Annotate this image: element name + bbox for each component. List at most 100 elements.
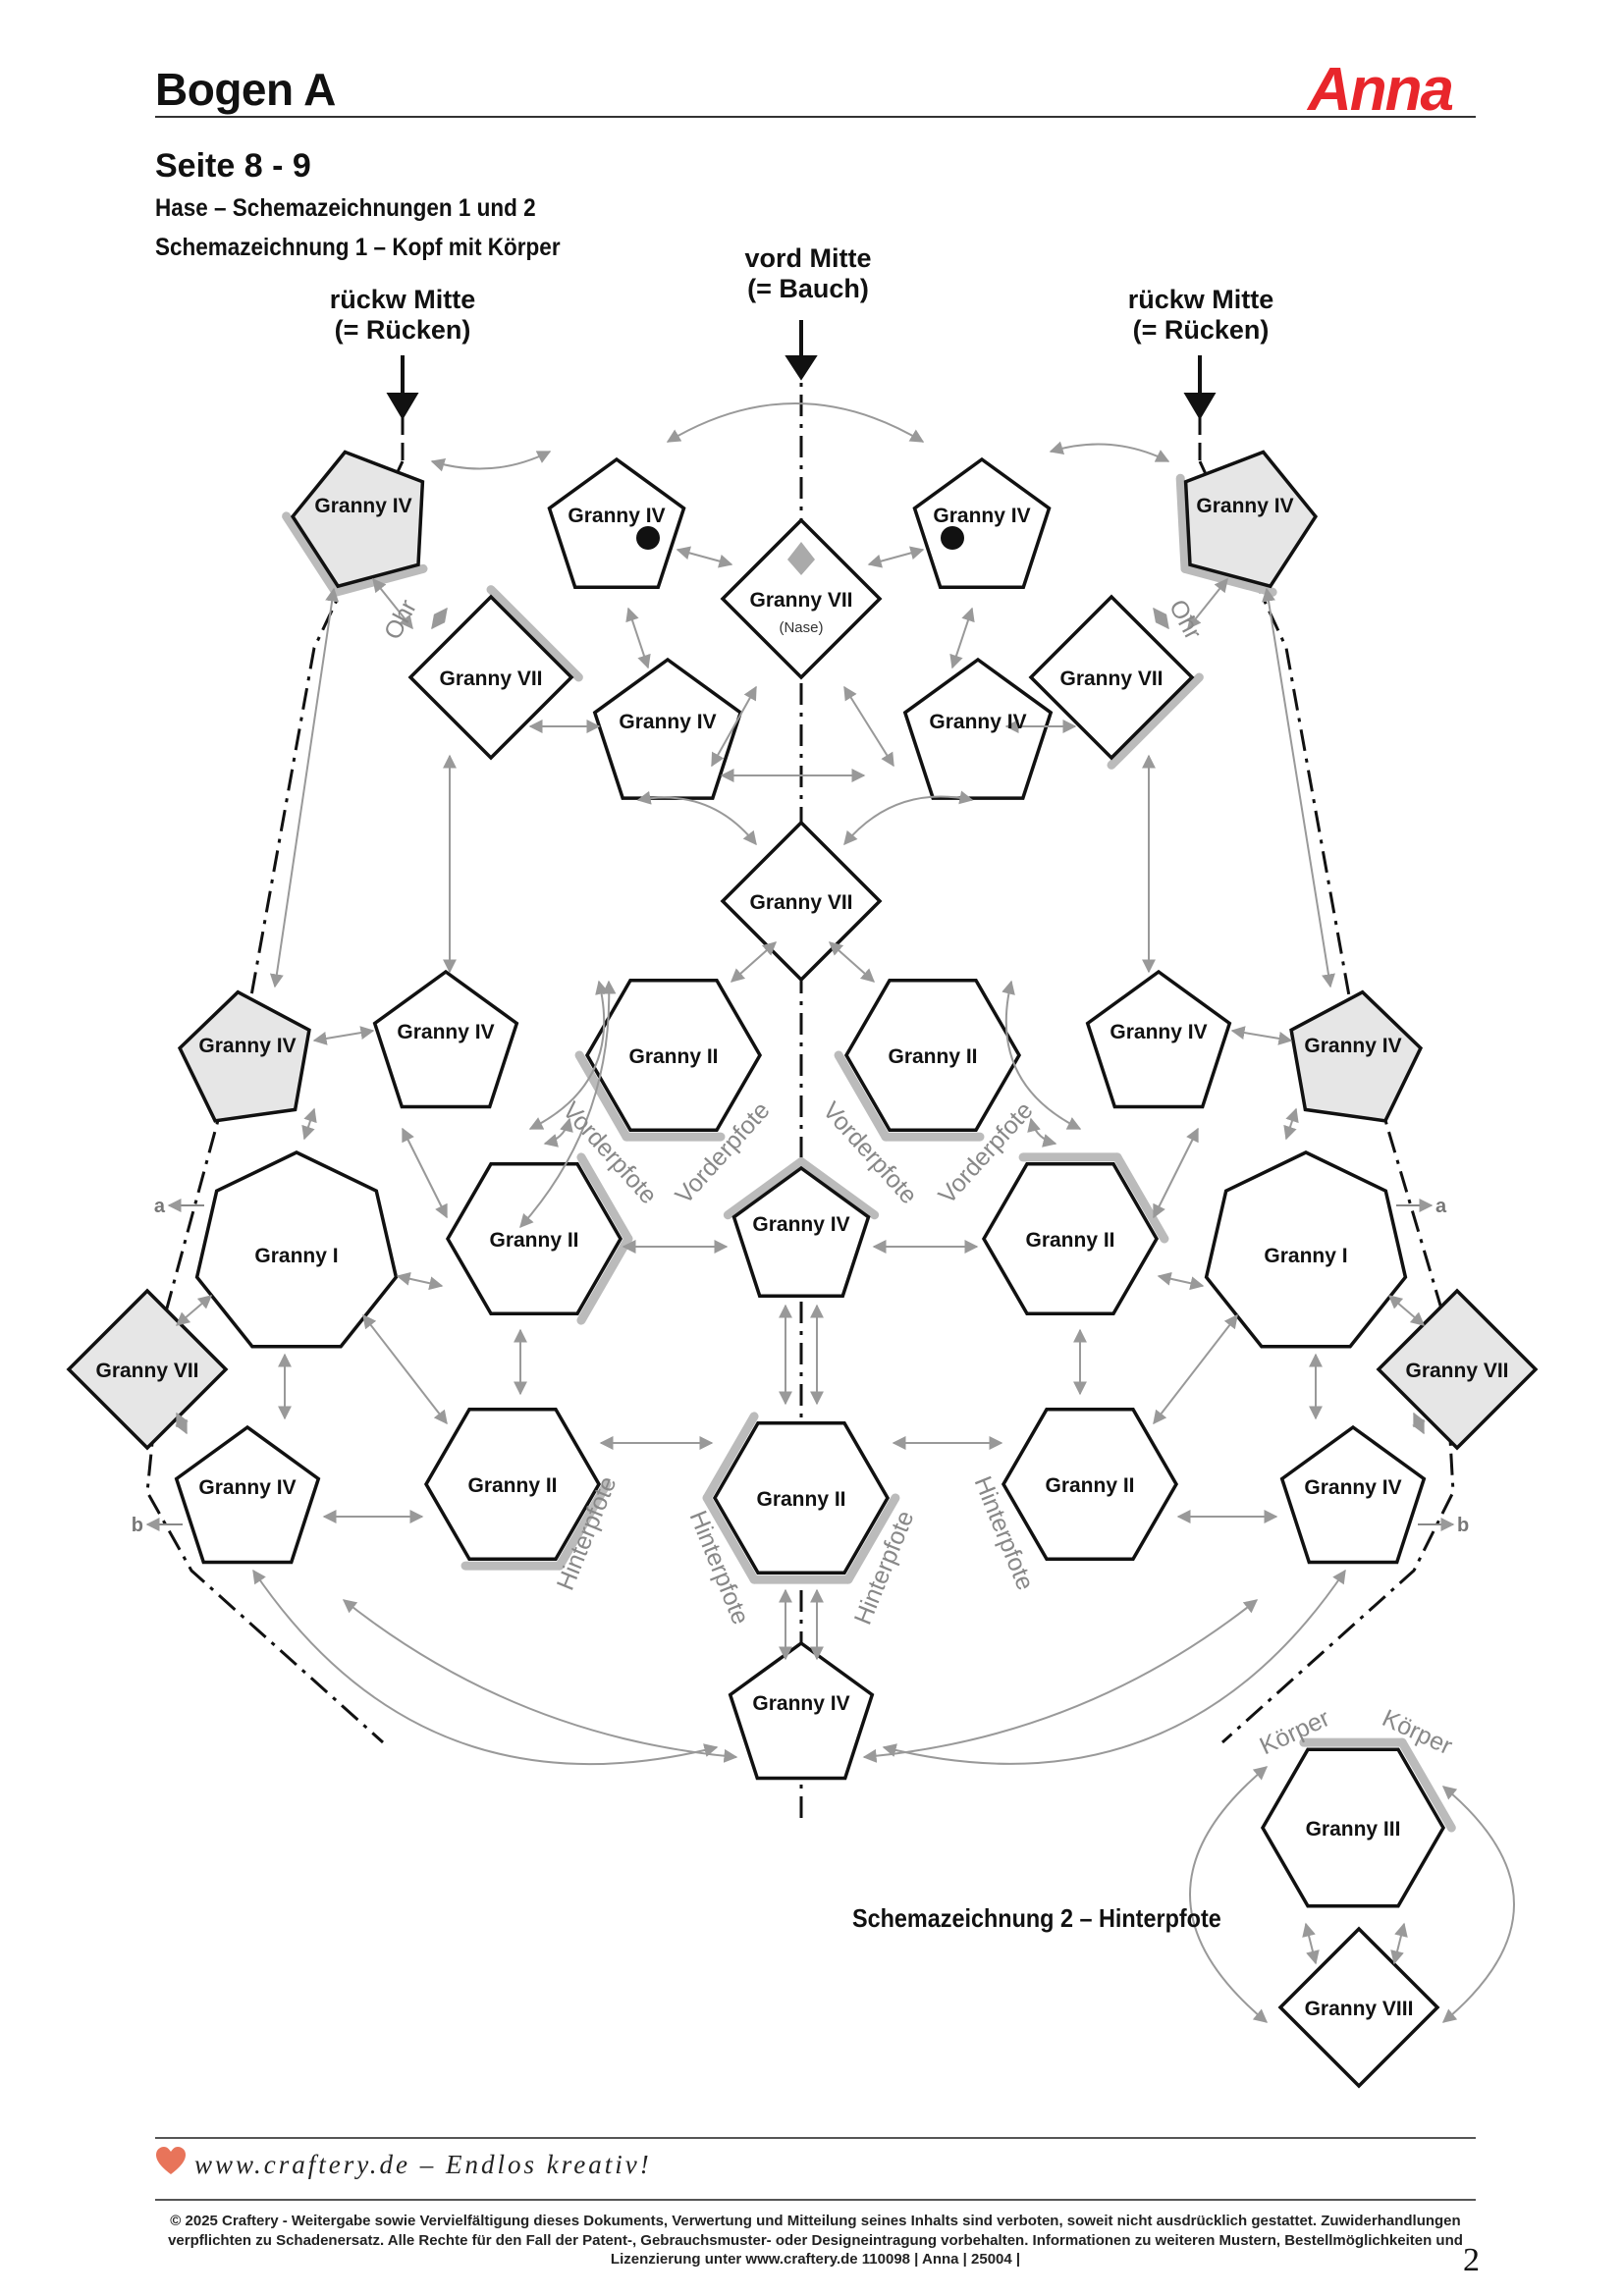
body-pentagon-right-edge xyxy=(1289,989,1424,1123)
ear-square-right xyxy=(1028,594,1204,770)
motif-label: Granny IV xyxy=(1304,1035,1401,1057)
join-arrow xyxy=(301,1107,317,1141)
eye-dot xyxy=(636,526,660,550)
ear-square-left xyxy=(407,585,583,761)
chest-pentagon-outline xyxy=(731,1165,871,1298)
shaded-edge xyxy=(486,585,583,682)
motif-label: Granny IV xyxy=(933,505,1030,527)
back-center-line1: rückw Mitte xyxy=(1127,285,1274,314)
frontpaw-hexagon-right xyxy=(981,1152,1169,1315)
hindpaw-hexagon-right xyxy=(1001,1408,1179,1561)
back-center-label-right: rückw Mitte (= Rücken) xyxy=(1098,285,1304,346)
shaded-edge xyxy=(1107,672,1204,770)
join-arrow xyxy=(676,546,733,568)
join-arrow xyxy=(1230,1026,1293,1045)
join-arrow xyxy=(1187,577,1228,630)
subtitle: Hase – Schemazeichnungen 1 und 2 xyxy=(155,194,536,222)
motif-label: Granny II xyxy=(1025,1229,1114,1252)
join-arrow xyxy=(867,546,925,568)
neck-square xyxy=(720,820,883,983)
side-heptagon-right xyxy=(1204,1150,1408,1349)
motif-label: Granny IV xyxy=(1196,495,1293,517)
motif-label: Granny VII xyxy=(439,667,542,690)
hind-pentagon-right-outline xyxy=(1279,1424,1427,1565)
back-center-label-left: rückw Mitte (= Rücken) xyxy=(299,285,506,346)
hind-pentagon-right xyxy=(1279,1424,1427,1565)
join-arrow xyxy=(828,941,876,983)
join-arrow xyxy=(431,607,448,630)
front-center-line2: (= Bauch) xyxy=(747,274,869,304)
right-ear-pentagon-outline xyxy=(1183,450,1319,589)
join-arrow xyxy=(269,587,340,988)
motif-label: Granny IV xyxy=(752,1692,849,1715)
join-arrow xyxy=(636,790,757,846)
hindpaw-hexagon-left xyxy=(423,1408,612,1571)
website-slogan[interactable]: www.craftery.de – Endlos kreativ! xyxy=(194,2150,652,2179)
motif-label: Granny IV xyxy=(198,1035,296,1057)
body-pentagon-right-edge-outline xyxy=(1289,989,1424,1123)
shaded-edge xyxy=(282,511,341,597)
join-arrow xyxy=(1262,587,1335,988)
motif-label: Granny VIII xyxy=(1305,1998,1414,2020)
hind-pentagon-left-outline xyxy=(174,1424,321,1565)
front-hexagon-left-outline xyxy=(584,979,763,1132)
side-label-ear: Ohr xyxy=(379,595,422,644)
body-pentagon-left-edge xyxy=(177,989,311,1123)
motif-label: Granny II xyxy=(756,1488,845,1511)
join-arrow xyxy=(1441,1786,1515,2023)
head-pentagon-left-outline xyxy=(547,456,686,589)
marker-a: a xyxy=(154,1196,166,1217)
motif-label: Granny IV xyxy=(198,1476,296,1499)
join-arrows xyxy=(145,402,1515,2023)
head-pentagon-right xyxy=(912,456,1052,589)
shoulder-pentagon-left xyxy=(372,969,519,1109)
motif-label: Granny IV xyxy=(1304,1476,1401,1499)
join-arrow xyxy=(1387,1295,1426,1326)
left-ear-pentagon xyxy=(282,450,428,597)
motif-label: Granny II xyxy=(489,1229,578,1252)
motif-label: Granny I xyxy=(254,1245,338,1267)
join-arrow xyxy=(1283,1107,1299,1141)
shoulder-pentagon-left-outline xyxy=(372,969,519,1109)
motif-label: Granny IV xyxy=(1110,1021,1207,1043)
scheme-1-title: Schemazeichnung 1 – Kopf mit Körper xyxy=(155,234,561,261)
motif-label: Granny VII xyxy=(1059,667,1163,690)
shaded-edge xyxy=(796,1157,880,1220)
back-center-line1: rückw Mitte xyxy=(329,285,476,314)
ear-square-right-outline xyxy=(1028,594,1195,761)
motif-label: Granny IV xyxy=(752,1213,849,1236)
shaded-edge xyxy=(843,1493,900,1584)
hip-square-right xyxy=(1376,1288,1539,1451)
join-arrow xyxy=(1153,1127,1199,1219)
marker-b: b xyxy=(132,1515,143,1536)
join-arrow xyxy=(252,1569,719,1766)
brand-logo: Anna xyxy=(1308,56,1454,124)
front-center-line1: vord Mitte xyxy=(744,243,872,273)
cheek-pentagon-right xyxy=(902,657,1054,800)
motif-label: Granny IV xyxy=(568,505,665,527)
belly-hexagon-outline xyxy=(712,1421,891,1575)
side-heptagon-left-outline xyxy=(194,1150,399,1349)
head-pentagon-left xyxy=(547,456,686,589)
motif-label: Granny II xyxy=(888,1045,977,1068)
neck-square-outline xyxy=(720,820,883,983)
join-arrow xyxy=(362,1313,448,1425)
body-pentagon-left-edge-outline xyxy=(177,989,311,1123)
paw-square xyxy=(1277,1926,1440,2089)
shaded-edge xyxy=(576,1234,633,1325)
chest-pentagon xyxy=(723,1157,880,1298)
join-arrow xyxy=(1027,1117,1057,1148)
back-center-line2: (= Rücken) xyxy=(334,315,471,346)
nose-square xyxy=(720,517,883,680)
join-arrow xyxy=(175,1295,213,1326)
motif-label: Granny VII xyxy=(749,891,852,914)
front-center-label: vord Mitte (= Bauch) xyxy=(705,243,911,304)
motif-label: Granny IV xyxy=(397,1021,494,1043)
motif-label: Granny VII xyxy=(1405,1360,1508,1382)
side-heptagon-left xyxy=(194,1150,399,1349)
cheek-pentagon-right-outline xyxy=(902,657,1054,800)
hip-square-right-outline xyxy=(1376,1288,1539,1451)
belly-hexagon xyxy=(702,1412,900,1584)
join-arrow xyxy=(1189,1766,1269,2023)
